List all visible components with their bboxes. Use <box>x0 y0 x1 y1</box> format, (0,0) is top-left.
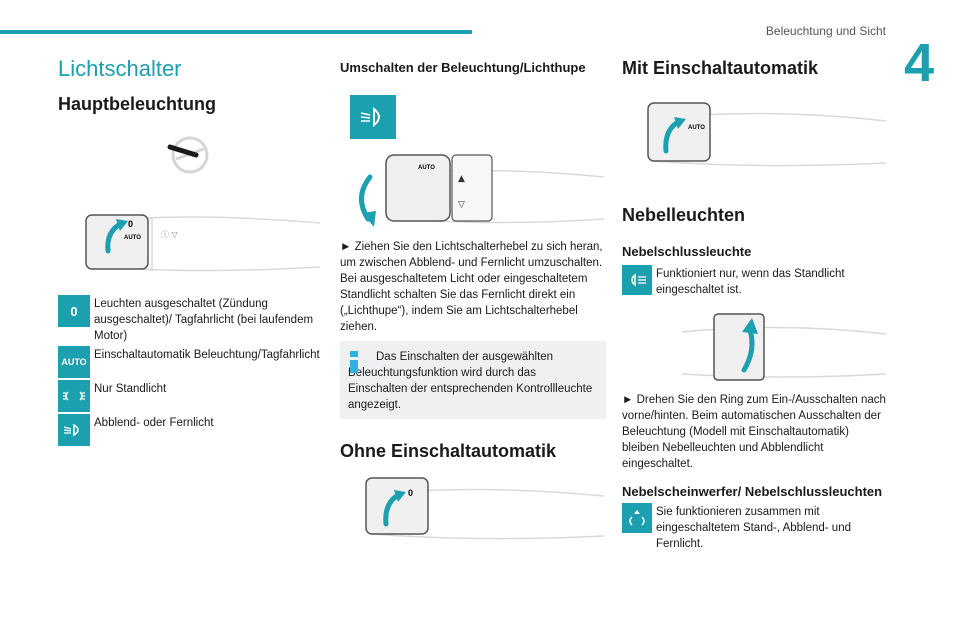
rear-fog-item: Funktioniert nur, wenn das Standlicht ei… <box>622 265 888 298</box>
svg-text:AUTO: AUTO <box>418 165 435 171</box>
section-title: Lichtschalter <box>58 56 182 81</box>
info-icon <box>350 351 358 373</box>
legend-text-off: Leuchten ausgeschaltet (Zündung ausgesch… <box>94 298 314 342</box>
info-note: Das Einschalten der ausgewählten Beleuch… <box>340 341 606 419</box>
fog-ring-illustration <box>622 308 888 388</box>
front-fog-heading: Nebelscheinwerfer/ Nebelschlussleuchten <box>622 484 883 499</box>
rear-fog-text: Funktioniert nur, wenn das Standlicht ei… <box>656 268 845 296</box>
column-umschalten: Umschalten der Beleuchtung/Lichthupe AUT… <box>340 56 606 548</box>
section-title-auto: Mit Einschaltautomatik <box>622 58 819 78</box>
legend-item-off: 0 Leuchten ausgeschaltet (Zündung ausges… <box>58 295 322 344</box>
svg-text:▽: ▽ <box>458 200 465 210</box>
column-lichtschalter: Lichtschalter Hauptbeleuchtung 0 AUTO ⓘ … <box>58 56 322 446</box>
off-icon: 0 <box>58 295 90 327</box>
rear-fog-icon <box>622 265 652 295</box>
beam-icon <box>58 414 90 446</box>
legend-text-auto: Einschaltautomatik Beleuchtung/Tagfahrli… <box>94 349 320 361</box>
legend-item-auto: AUTO Einschaltautomatik Beleuchtung/Tagf… <box>58 346 322 378</box>
auto-icon: AUTO <box>58 346 90 378</box>
manual-stalk-illustration: 0 <box>340 468 606 548</box>
legend-list: 0 Leuchten ausgeschaltet (Zündung ausges… <box>58 295 322 446</box>
headlight-beam-icon <box>350 95 396 139</box>
fog-lights-icon <box>622 503 652 533</box>
column-einschaltautomatik: Mit Einschaltautomatik AUTO Nebelleuchte… <box>622 56 888 552</box>
section-heading: Umschalten der Beleuchtung/Lichthupe <box>340 60 586 75</box>
position-lights-icon <box>58 380 90 412</box>
front-fog-item: Sie funktionieren zusammen mit eingescha… <box>622 503 888 552</box>
subsection-title-manual: Ohne Einschaltautomatik <box>340 441 557 461</box>
info-note-text: Das Einschalten der ausgewählten Beleuch… <box>348 351 593 411</box>
stalk-off-label: 0 <box>128 219 133 229</box>
svg-text:0: 0 <box>408 488 413 498</box>
front-fog-text: Sie funktionieren zusammen mit eingescha… <box>656 506 851 550</box>
light-stalk-illustration: 0 AUTO ⓘ ▽ <box>58 193 322 285</box>
steering-wheel-illustration <box>58 115 322 193</box>
flash-stalk-illustration: AUTO ▲ ▽ <box>340 147 606 233</box>
svg-text:ⓘ ▽: ⓘ ▽ <box>161 230 179 239</box>
running-header: Beleuchtung und Sicht <box>765 24 886 38</box>
stalk-auto-label: AUTO <box>124 235 141 241</box>
legend-item-beam: Abblend- oder Fernlicht <box>58 414 322 446</box>
chapter-number: 4 <box>903 33 934 93</box>
legend-item-position: Nur Standlicht <box>58 380 322 412</box>
auto-stalk-illustration: AUTO <box>622 93 888 173</box>
svg-text:▲: ▲ <box>458 174 465 184</box>
auto-stalk-auto-label: AUTO <box>688 125 705 131</box>
legend-text-beam: Abblend- oder Fernlicht <box>94 417 214 429</box>
legend-text-position: Nur Standlicht <box>94 383 167 395</box>
subsection-title: Hauptbeleuchtung <box>58 94 216 114</box>
flash-instruction: ► Ziehen Sie den Lichtschalterhebel zu s… <box>340 241 603 333</box>
rear-fog-heading: Nebelschlussleuchte <box>622 244 752 259</box>
header-accent-bar <box>0 30 472 34</box>
fog-ring-text: ► Drehen Sie den Ring zum Ein-/Ausschalt… <box>622 394 886 470</box>
fog-section-title: Nebelleuchten <box>622 205 746 225</box>
